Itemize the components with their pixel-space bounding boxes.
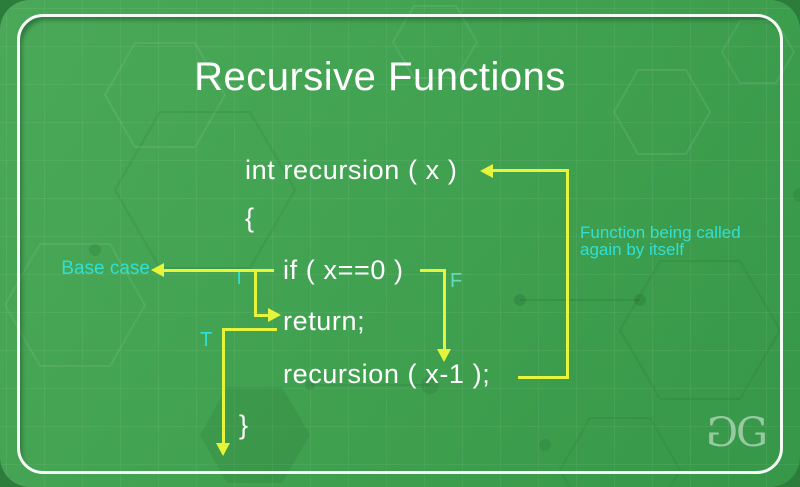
recursion-note-label: Function being called again by itself: [580, 224, 780, 258]
arrowhead-left-recall-icon: [480, 164, 493, 178]
true-branch-bottom-label: T: [200, 329, 213, 351]
gfg-logo-right-g: G: [735, 410, 768, 456]
code-line-recursive-call: recursion ( x-1 );: [283, 359, 491, 389]
arrowhead-left-basecase-icon: [151, 263, 164, 277]
arrowhead-right-return-icon: [268, 308, 281, 322]
gfg-logo: GG: [711, 410, 768, 456]
false-branch-label: F: [450, 270, 463, 292]
recursion-note-line1: Function being called: [580, 223, 741, 242]
connector-recall-top-horizontal: [492, 169, 569, 172]
connector-exit-vertical: [222, 328, 225, 446]
border-frame: [17, 14, 783, 474]
code-line-close-brace: }: [239, 410, 249, 440]
connector-basecase-horizontal: [163, 269, 274, 272]
connector-true-vertical: [254, 269, 257, 317]
arrowhead-down-exit-icon: [216, 443, 230, 456]
code-line-open-brace: {: [245, 203, 255, 233]
base-case-label: Base case: [61, 258, 150, 279]
connector-recall-vertical: [566, 169, 569, 379]
connector-false-vertical: [443, 269, 446, 352]
connector-false-horizontal: [420, 269, 446, 272]
code-line-if-condition: if ( x==0 ): [283, 255, 404, 285]
code-line-function-signature: int recursion ( x ): [245, 155, 458, 185]
true-branch-top-label: T: [233, 267, 246, 289]
connector-true-horizontal: [254, 314, 270, 317]
connector-exit-horizontal: [224, 328, 277, 331]
page-title: Recursive Functions: [194, 55, 566, 99]
arrowhead-down-false-icon: [437, 349, 451, 362]
gfg-logo-left-g: G: [711, 410, 738, 456]
code-line-return: return;: [283, 306, 366, 336]
recursion-note-line2: again by itself: [580, 240, 684, 259]
connector-recall-bottom-horizontal: [518, 376, 569, 379]
